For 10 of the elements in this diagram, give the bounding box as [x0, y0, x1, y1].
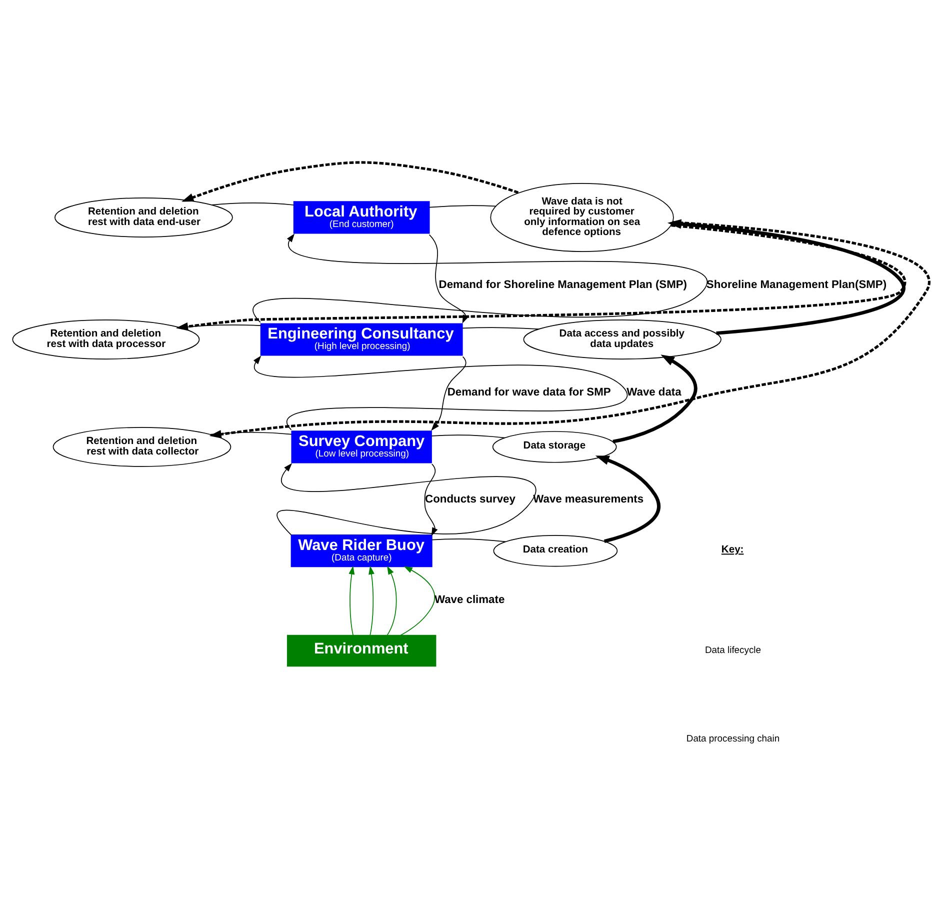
edge-label: Wave measurements — [532, 494, 644, 506]
edge-label: Demand for Shoreline Management Plan (SMP) — [438, 278, 687, 291]
edge-label: Shoreline Management Plan(SMP) — [706, 278, 886, 291]
legend-label: Data processing chain — [686, 732, 780, 744]
edge-label: Wave climate — [434, 594, 504, 606]
label: Key: — [720, 544, 744, 556]
legend-label: Data lifecycle — [704, 644, 761, 656]
edge-label: Demand for wave data for SMP — [446, 386, 610, 398]
edge-label: Conducts survey — [424, 494, 515, 506]
edge-label: Wave data — [626, 386, 681, 398]
